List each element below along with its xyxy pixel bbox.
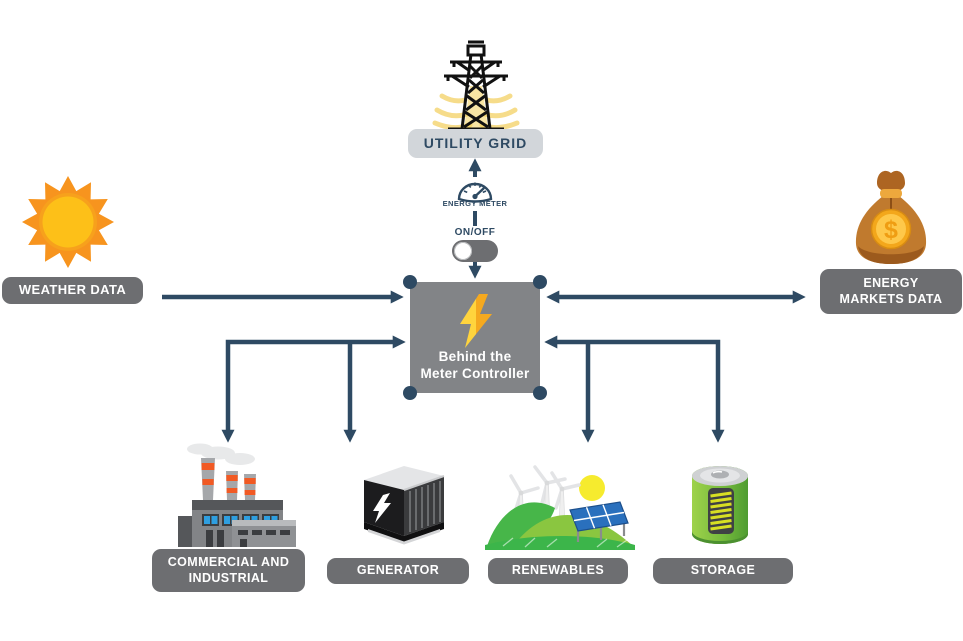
lightning-bolt-icon	[460, 294, 492, 348]
renewables-icon	[485, 462, 635, 550]
onoff-label: ON/OFF	[454, 227, 496, 238]
generator-label-text: GENERATOR	[356, 563, 440, 578]
toggle-knob	[454, 242, 472, 260]
renewables-label: RENEWABLES	[488, 558, 628, 584]
factory-icon	[170, 438, 300, 548]
generator-icon	[352, 458, 448, 546]
controller-label: Behind the Meter Controller	[410, 348, 540, 383]
utility-grid-label: UTILITY GRID	[408, 129, 543, 158]
controller-corner-dot	[533, 275, 547, 289]
coin-dollar-symbol: $	[884, 216, 898, 244]
generator-label: GENERATOR	[327, 558, 469, 584]
battery-icon	[682, 452, 758, 550]
energy-meter-label: ENERGY METER	[442, 199, 508, 208]
energy-markets-label: ENERGY MARKETS DATA	[820, 269, 962, 314]
controller-corner-dot	[533, 386, 547, 400]
commercial-label-line2: INDUSTRIAL	[188, 570, 269, 585]
controller-label-line2: Meter Controller	[420, 366, 530, 382]
controller-corner-dot	[403, 275, 417, 289]
energy-markets-label-line1: ENERGY	[863, 275, 919, 290]
commercial-industrial-label: COMMERCIAL AND INDUSTRIAL	[152, 549, 305, 592]
onoff-toggle[interactable]	[452, 240, 498, 262]
utility-grid-label-text: UTILITY GRID	[423, 134, 528, 151]
weather-data-label: WEATHER DATA	[2, 277, 143, 304]
transmission-tower-icon	[432, 40, 520, 132]
controller-label-line1: Behind the	[438, 348, 512, 364]
sun-icon	[18, 172, 118, 272]
commercial-label-line1: COMMERCIAL AND	[167, 554, 290, 569]
storage-label-text: STORAGE	[690, 563, 756, 578]
weather-data-label-text: WEATHER DATA	[18, 282, 127, 298]
money-bag-icon: $	[845, 166, 937, 266]
energy-meter-icon	[456, 175, 494, 203]
arrow-controller-commercial	[221, 335, 406, 443]
energy-markets-label-line2: MARKETS DATA	[839, 291, 943, 306]
controller-corner-dot	[403, 386, 417, 400]
renewables-label-text: RENEWABLES	[511, 563, 605, 578]
behind-meter-controller: Behind the Meter Controller	[403, 275, 547, 400]
storage-label: STORAGE	[653, 558, 793, 584]
arrow-controller-storage	[544, 335, 725, 443]
